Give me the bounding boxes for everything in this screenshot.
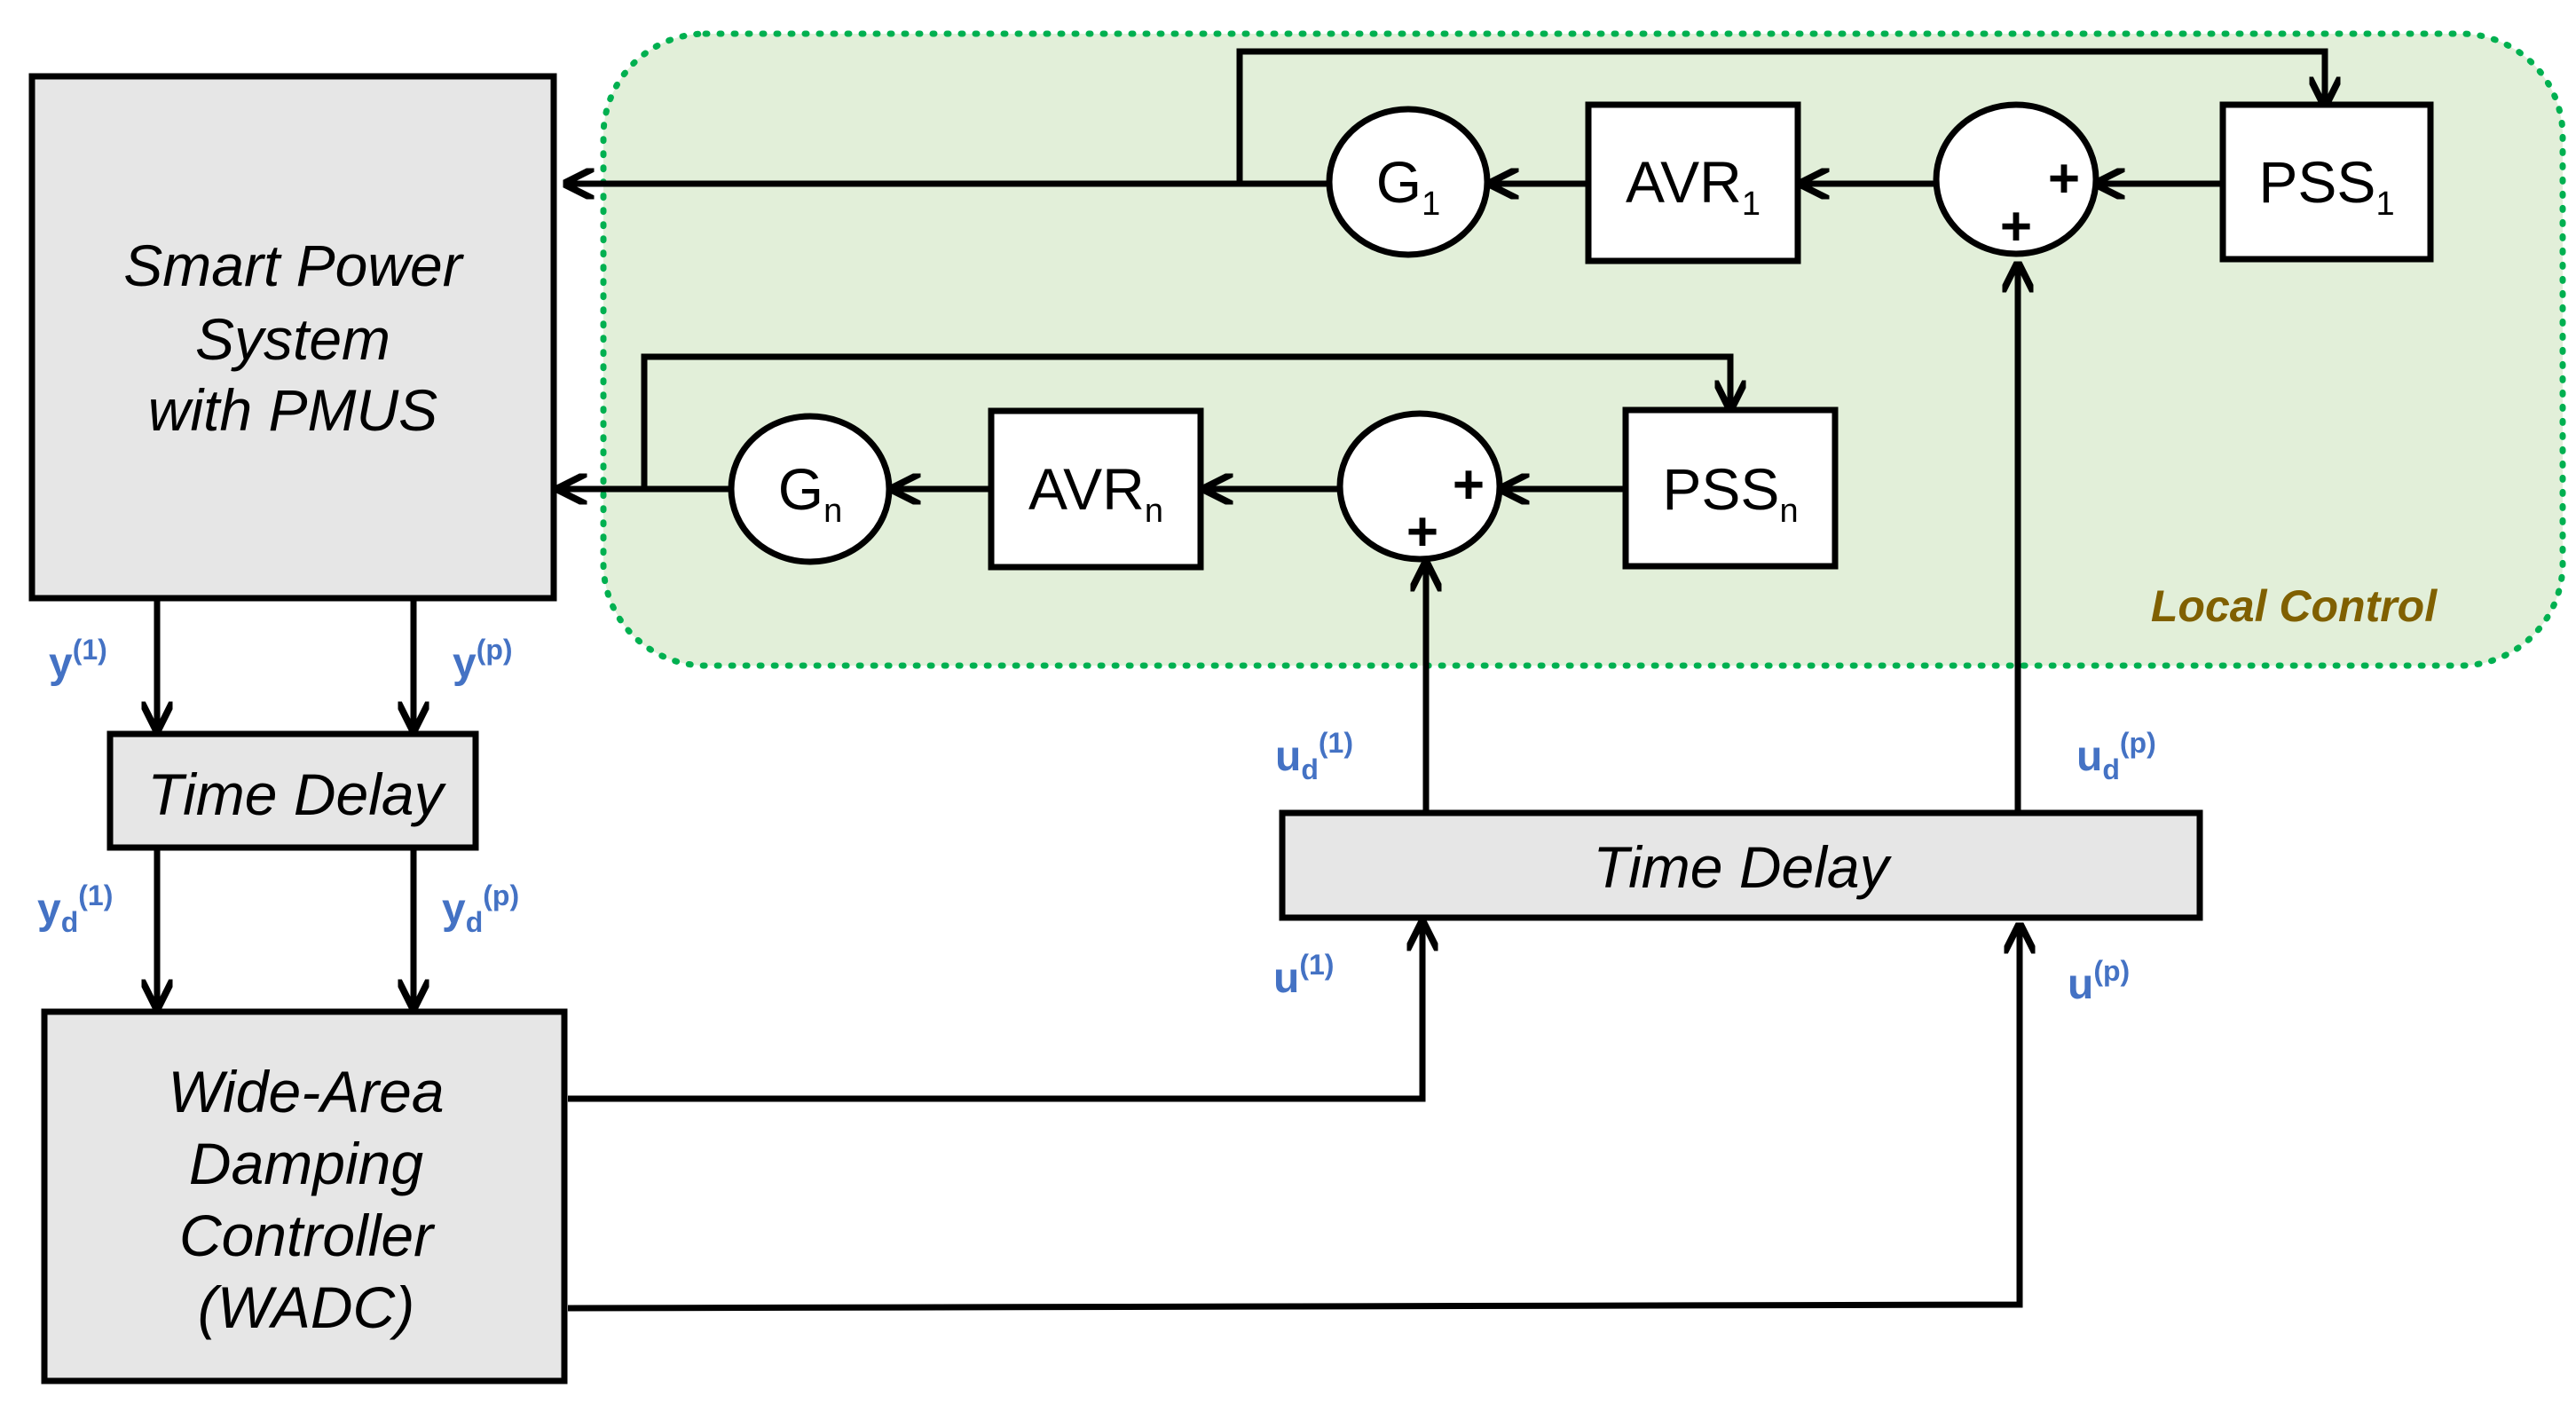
avr1-block: AVR1 [1585, 101, 1801, 264]
g1-block: G1 [1326, 106, 1491, 258]
time-delay-right-label: Time Delay [1593, 834, 1892, 900]
avrn-label: AVRn [1028, 456, 1163, 530]
summing-junction-1: + + [1933, 101, 2099, 257]
sum1-plus-bottom: + [2000, 196, 2032, 257]
signal-labels: y(1) y(p) yd(1) yd(p) u(1) u(p) ud(1) ud… [37, 634, 2156, 1008]
gn-block: Gn [728, 413, 893, 565]
g1-label: G1 [1376, 149, 1440, 223]
pss1-label: PSS1 [2258, 149, 2394, 223]
wadc-line-4: (WADC) [198, 1274, 414, 1340]
smart-power-system-line-2: System [195, 306, 390, 372]
wadc-line-1: Wide-Area [168, 1059, 444, 1124]
signal-ydp: yd(p) [442, 879, 519, 938]
smart-power-system-block: Smart Power System with PMUS [28, 73, 557, 602]
pss1-block: PSS1 [2219, 101, 2434, 263]
wadc-line-3: Controller [179, 1203, 436, 1268]
sum1-plus-right: + [2048, 148, 2080, 209]
signal-u1: u(1) [1273, 949, 1334, 1002]
smart-power-system-line-3: with PMUS [148, 377, 437, 443]
sumn-plus-bottom: + [1406, 501, 1438, 563]
pssn-block: PSSn [1622, 406, 1839, 570]
signal-y1: y(1) [49, 634, 107, 687]
wadc-block: Wide-Area Damping Controller (WADC) [41, 1008, 568, 1384]
summing-junction-n: + + [1336, 410, 1503, 563]
sumn-plus-right: + [1453, 454, 1485, 516]
time-delay-left-block: Time Delay [106, 730, 479, 851]
pssn-label: PSSn [1662, 456, 1798, 530]
time-delay-right-block: Time Delay [1279, 809, 2203, 921]
signal-up: u(p) [2068, 955, 2130, 1008]
connections [157, 48, 2325, 1312]
avrn-block: AVRn [988, 407, 1204, 571]
gn-label: Gn [778, 456, 842, 530]
signal-yd1: yd(1) [37, 879, 113, 938]
time-delay-left-label: Time Delay [147, 761, 446, 827]
signal-udp: ud(p) [2076, 727, 2156, 785]
avr1-label: AVR1 [1626, 149, 1761, 223]
smart-power-system-line-1: Smart Power [123, 233, 464, 298]
local-control-label: Local Control [2151, 581, 2438, 631]
wadc-line-2: Damping [189, 1131, 423, 1196]
signal-yp: y(p) [453, 634, 513, 687]
signal-ud1: ud(1) [1275, 727, 1353, 785]
